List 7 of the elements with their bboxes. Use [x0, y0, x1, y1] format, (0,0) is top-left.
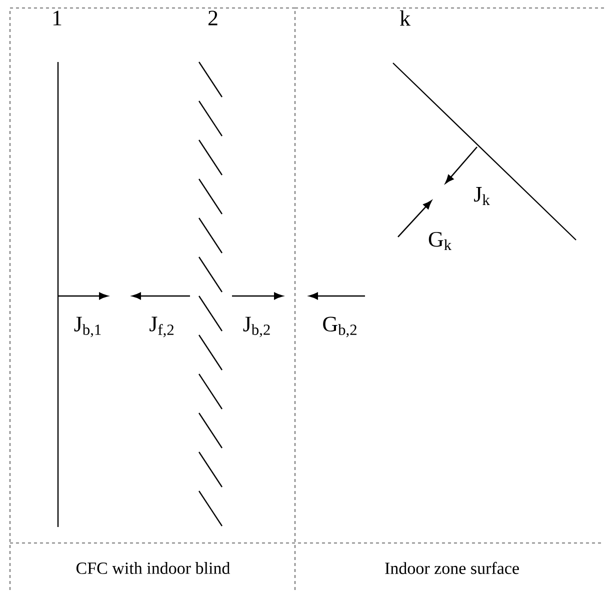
flux-label: J$_{b,2}$ — [243, 316, 270, 338]
flux-label: G$_{k}$ — [428, 232, 452, 250]
flux-label: J$_{k}$ — [474, 187, 490, 205]
flux-label: J$_{f,2}$ — [150, 316, 174, 338]
flux-label: G$_{b,2}$ — [323, 316, 356, 338]
glazing-layer: 1 — [53, 10, 62, 527]
blind-drawing: 2 — [198, 10, 222, 526]
